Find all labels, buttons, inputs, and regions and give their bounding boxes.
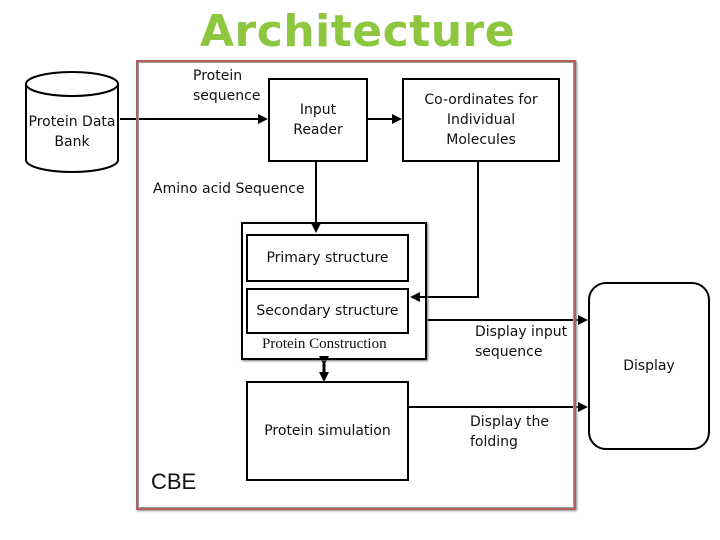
amino-acid-sequence-label: Amino acid Sequence bbox=[153, 181, 305, 197]
primary-structure-box: Primary structure bbox=[246, 234, 409, 282]
display-box: Display bbox=[588, 282, 710, 450]
cbe-label: CBE bbox=[151, 469, 197, 494]
database-label: Protein Data Bank bbox=[28, 114, 116, 150]
database-cylinder-icon bbox=[25, 71, 119, 173]
diagram-title: Architecture bbox=[200, 6, 516, 57]
coordinates-label: Co-ordinates for Individual Molecules bbox=[424, 92, 538, 148]
coordinates-box: Co-ordinates for Individual Molecules bbox=[402, 78, 560, 162]
protein-simulation-box: Protein simulation bbox=[246, 381, 409, 481]
display-label: Display bbox=[623, 358, 675, 374]
secondary-structure-box: Secondary structure bbox=[246, 288, 409, 334]
display-input-sequence-label: Display input sequence bbox=[475, 324, 568, 360]
cbe-frame bbox=[136, 60, 576, 510]
protein-construction-frame bbox=[241, 222, 427, 360]
primary-structure-label: Primary structure bbox=[266, 250, 389, 266]
secondary-structure-label: Secondary structure bbox=[256, 303, 399, 319]
display-folding-label: Display the folding bbox=[470, 414, 550, 450]
protein-sequence-label: Protein sequence bbox=[193, 68, 261, 104]
input-reader-box: Input Reader bbox=[268, 78, 368, 162]
protein-simulation-label: Protein simulation bbox=[264, 423, 391, 439]
input-reader-label: Input Reader bbox=[293, 102, 343, 138]
arrow-coordinates-to-secondary bbox=[410, 162, 479, 302]
protein-construction-label: Protein Construction bbox=[262, 336, 387, 352]
